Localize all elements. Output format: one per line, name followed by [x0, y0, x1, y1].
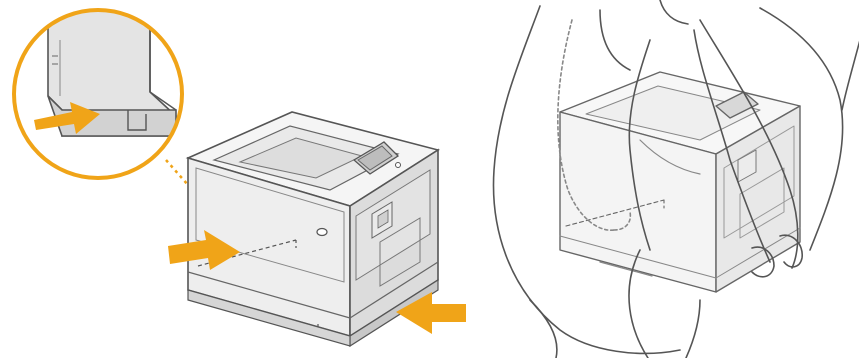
grip-location-panel [14, 0, 466, 346]
lifting-panel [494, 0, 859, 358]
lifted-printer [560, 72, 800, 292]
magnify-callout [14, 0, 182, 178]
